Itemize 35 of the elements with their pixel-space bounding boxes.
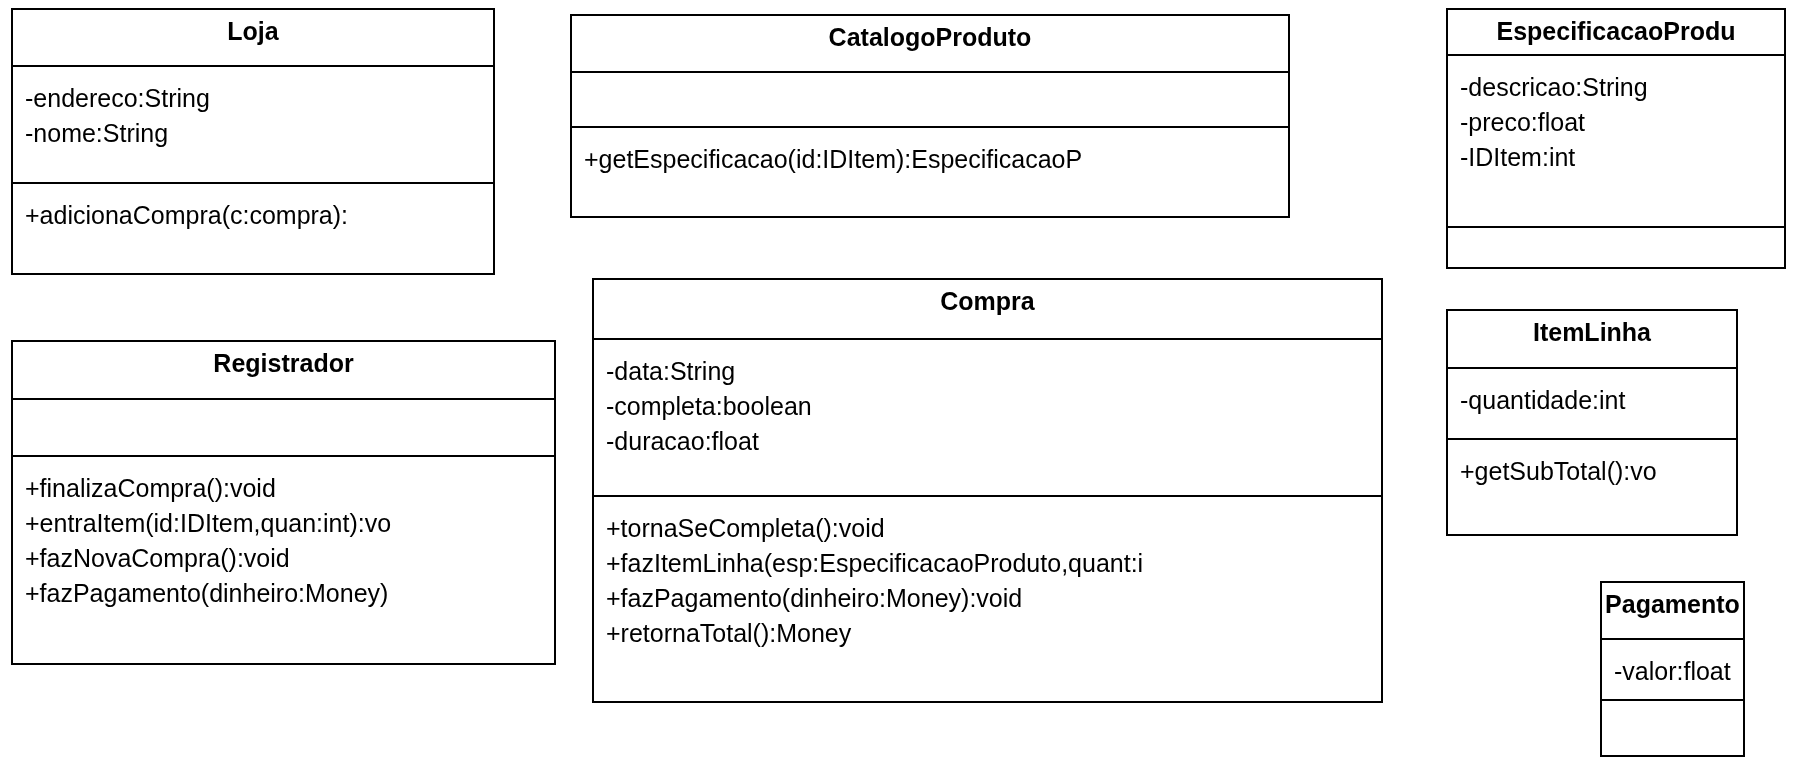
attribute-text: -duracao:float: [606, 426, 759, 457]
class-name: EspecificacaoProdu: [1496, 16, 1736, 47]
attribute-text: -endereco:String: [25, 83, 210, 114]
class-name: Loja: [227, 16, 279, 47]
attribute-text: -descricao:String: [1460, 72, 1648, 103]
class-box: [11, 8, 495, 275]
method-text: +getSubTotal():vo: [1460, 456, 1657, 487]
method-text: +fazPagamento(dinheiro:Money): [25, 578, 389, 609]
class-name: ItemLinha: [1532, 317, 1652, 348]
attribute-text: -completa:boolean: [606, 391, 812, 422]
method-text: +tornaSeCompleta():void: [606, 513, 885, 544]
class-box: [592, 278, 1383, 703]
method-text: +fazNovaCompra():void: [25, 543, 290, 574]
attribute-text: -valor:float: [1614, 656, 1731, 687]
method-text: +adicionaCompra(c:compra):: [25, 200, 349, 231]
class-name: Compra: [940, 286, 1035, 317]
method-text: +finalizaCompra():void: [25, 473, 276, 504]
method-text: +getEspecificacao(id:IDItem):EspecificacaoP: [584, 144, 1083, 175]
class-box: [11, 340, 556, 665]
attribute-text: -nome:String: [25, 118, 169, 149]
class-box: [1446, 8, 1786, 269]
attribute-text: -quantidade:int: [1460, 385, 1626, 416]
attribute-text: -preco:float: [1460, 107, 1586, 138]
method-text: +retornaTotal():Money: [606, 618, 852, 649]
class-name: CatalogoProduto: [828, 22, 1032, 53]
class-name: Registrador: [213, 348, 354, 379]
class-name: Pagamento: [1605, 589, 1740, 620]
method-text: +fazPagamento(dinheiro:Money):void: [606, 583, 1023, 614]
class-box: [1600, 581, 1745, 757]
class-box: [570, 14, 1290, 218]
method-text: +entraItem(id:IDItem,quan:int):vo: [25, 508, 392, 539]
attribute-text: -IDItem:int: [1460, 142, 1576, 173]
attribute-text: -data:String: [606, 356, 736, 387]
method-text: +fazItemLinha(esp:EspecificacaoProduto,quant:i: [606, 548, 1144, 579]
class-box: [1446, 309, 1738, 536]
